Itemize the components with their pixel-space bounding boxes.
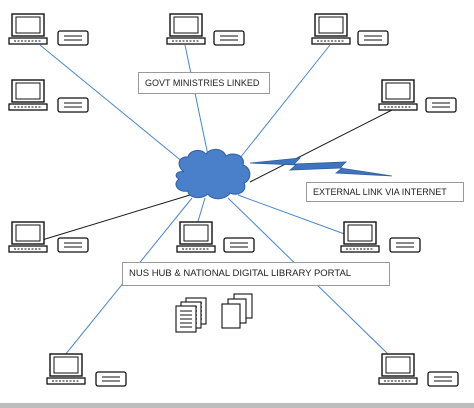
desktop-computer-icon [8, 79, 48, 111]
keyboard-icon [389, 237, 421, 253]
desktop-computer-icon [8, 13, 48, 45]
computer-left-upper [8, 79, 89, 113]
network-cloud-icon [175, 148, 251, 200]
govt-ministries-label: GOVT MINISTRIES LINKED [138, 72, 270, 94]
desktop-computer-icon [311, 13, 351, 45]
link-top-right [231, 44, 331, 169]
desktop-computer-icon [176, 221, 216, 253]
desktop-computer-icon [8, 221, 48, 253]
computer-top-center [166, 13, 245, 46]
link-right-lower [237, 194, 351, 237]
computer-bottom-right [378, 353, 459, 387]
bottom-border [0, 403, 474, 408]
keyboard-icon [425, 97, 457, 113]
link-left-lower [41, 194, 191, 241]
link-top-center [184, 44, 211, 166]
keyboard-icon [223, 237, 255, 253]
documents-icon [175, 293, 253, 333]
computer-top-left [8, 13, 89, 46]
nus-hub-label-text: NUS HUB & NATIONAL DIGITAL LIBRARY PORTA… [129, 268, 352, 280]
computer-top-right [311, 13, 389, 46]
external-link-label-text: EXTERNAL LINK VIA INTERNET [313, 186, 447, 197]
link-top-left [39, 44, 196, 173]
keyboard-icon [57, 97, 89, 113]
computer-left-lower [8, 221, 89, 253]
internet-link-lightning-icon [249, 157, 393, 177]
keyboard-icon [95, 371, 127, 387]
keyboard-icon [57, 237, 89, 253]
desktop-computer-icon [378, 79, 418, 111]
desktop-computer-icon [46, 353, 86, 385]
computer-right-upper [378, 79, 457, 113]
govt-ministries-label-text: GOVT MINISTRIES LINKED [145, 77, 260, 88]
keyboard-icon [57, 30, 89, 46]
keyboard-icon [357, 30, 389, 46]
link-mid-right [249, 109, 393, 183]
nus-hub-label: NUS HUB & NATIONAL DIGITAL LIBRARY PORTA… [122, 262, 390, 286]
computer-bottom-left [46, 353, 127, 387]
computer-right-lower [340, 221, 421, 253]
desktop-computer-icon [166, 13, 206, 45]
external-link-label: EXTERNAL LINK VIA INTERNET [306, 182, 464, 202]
keyboard-icon [427, 371, 459, 387]
keyboard-icon [213, 30, 245, 46]
desktop-computer-icon [378, 353, 418, 385]
desktop-computer-icon [340, 221, 380, 253]
computer-center-lower [176, 221, 255, 253]
